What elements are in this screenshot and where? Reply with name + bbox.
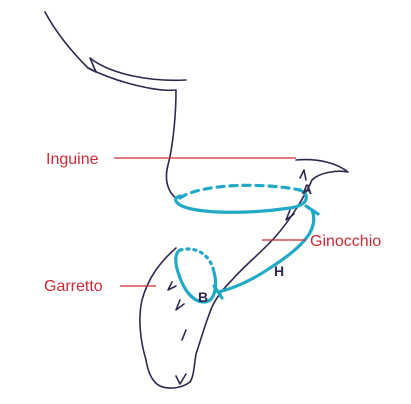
letter-a: A	[302, 181, 312, 197]
height-measure-bracket	[212, 204, 320, 300]
letter-b: B	[198, 289, 208, 305]
letter-h: H	[274, 263, 284, 279]
thigh-measure-band	[174, 183, 308, 214]
label-inguine: Inguine	[46, 151, 99, 168]
hock-measure-band	[174, 247, 218, 304]
label-garretto: Garretto	[44, 278, 103, 295]
label-ginocchio: Ginocchio	[310, 233, 381, 250]
dog-leg-outline	[44, 11, 349, 389]
